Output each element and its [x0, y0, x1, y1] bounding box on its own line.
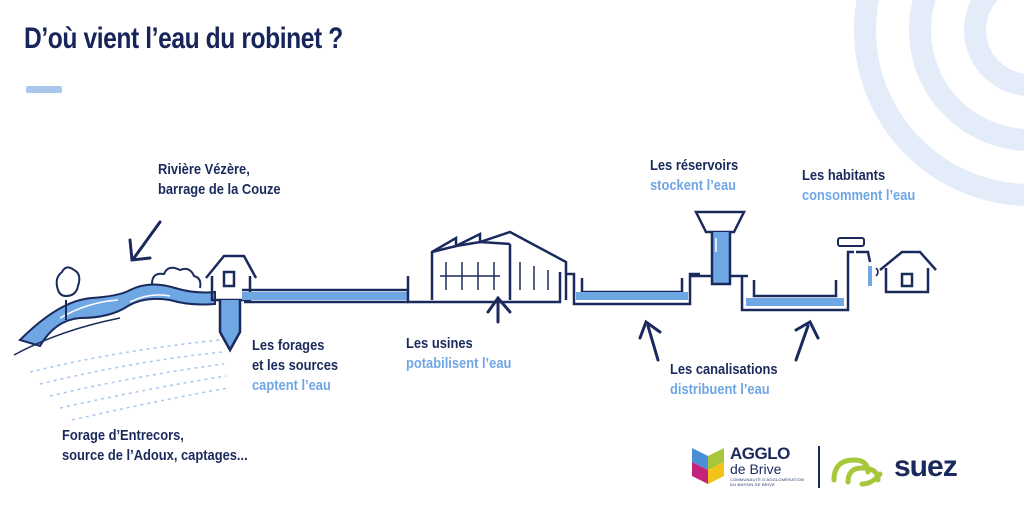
label-canalisations: Les canalisations distribuent l’eau: [670, 360, 778, 400]
label-forages-line2: et les sources: [252, 357, 339, 374]
arc-inner: [964, 0, 1024, 96]
label-forage-line2: source de l’Adoux, captages...: [62, 447, 248, 464]
agglo-brive-logo: AGGLO de Brive COMMUNAUTÉ D'AGGLOMÉRATIO…: [690, 442, 810, 490]
page-title: D’où vient l’eau du robinet ?: [24, 22, 343, 55]
tap-icon: [837, 237, 879, 286]
groundwater-lines: [29, 339, 229, 421]
suez-mark-icon: [831, 457, 883, 487]
pipe-segment-2: [566, 272, 700, 306]
agglo-tagline1: COMMUNAUTÉ D'AGGLOMÉRATION: [730, 477, 805, 482]
label-reservoirs: Les réservoirs stockent l’eau: [650, 156, 738, 196]
arrow-to-factory-icon: [486, 295, 512, 324]
label-forage-line1: Forage d’Entrecors,: [62, 427, 184, 444]
tree-icon: [55, 266, 81, 320]
label-forage: Forage d’Entrecors, source de l’Adoux, c…: [62, 426, 248, 466]
label-usines: Les usines potabilisent l’eau: [406, 334, 511, 374]
title-underline: [26, 86, 62, 93]
arrow-to-pipe-right-icon: [794, 319, 820, 362]
label-forages: Les forages et les sources captent l’eau: [252, 336, 338, 396]
label-reservoirs-line1: Les réservoirs: [650, 157, 739, 174]
arrow-to-pipe-left-icon: [638, 319, 662, 362]
label-habitants-action: consomment l’eau: [802, 187, 916, 204]
arc-middle: [909, 0, 1024, 151]
label-riviere: Rivière Vézère, barrage de la Couze: [158, 160, 281, 200]
pipe-segment-1: [242, 288, 408, 304]
agglo-name: AGGLO: [730, 444, 790, 463]
river: [13, 283, 216, 356]
pipe-segment-3: [740, 276, 850, 312]
bush-icon: [151, 266, 202, 289]
label-habitants-line1: Les habitants: [802, 167, 886, 184]
label-riviere-line1: Rivière Vézère,: [158, 161, 250, 178]
agglo-mark-icon: [692, 448, 724, 484]
label-canalisations-action: distribuent l’eau: [670, 381, 770, 398]
suez-name: suez: [894, 450, 958, 483]
label-forages-line1: Les forages: [252, 337, 325, 354]
logo-divider: [818, 446, 820, 488]
water-tower-icon: [690, 210, 748, 286]
arc-outer: [854, 0, 1024, 206]
label-habitants: Les habitants consomment l’eau: [802, 166, 915, 206]
agglo-tagline2: DU BASSIN DE BRIVE: [730, 482, 775, 487]
label-canalisations-line1: Les canalisations: [670, 361, 778, 378]
agglo-sub: de Brive: [730, 461, 782, 477]
house-icon: [879, 250, 937, 294]
arrow-to-river-icon: [128, 220, 162, 262]
label-usines-line1: Les usines: [406, 335, 473, 352]
label-usines-action: potabilisent l’eau: [406, 355, 512, 372]
well-shaft: [218, 300, 242, 353]
label-forages-action: captent l’eau: [252, 377, 331, 394]
suez-logo: suez: [828, 446, 998, 494]
factory-icon: [406, 230, 568, 304]
label-riviere-line2: barrage de la Couze: [158, 181, 281, 198]
label-reservoirs-action: stockent l’eau: [650, 177, 737, 194]
